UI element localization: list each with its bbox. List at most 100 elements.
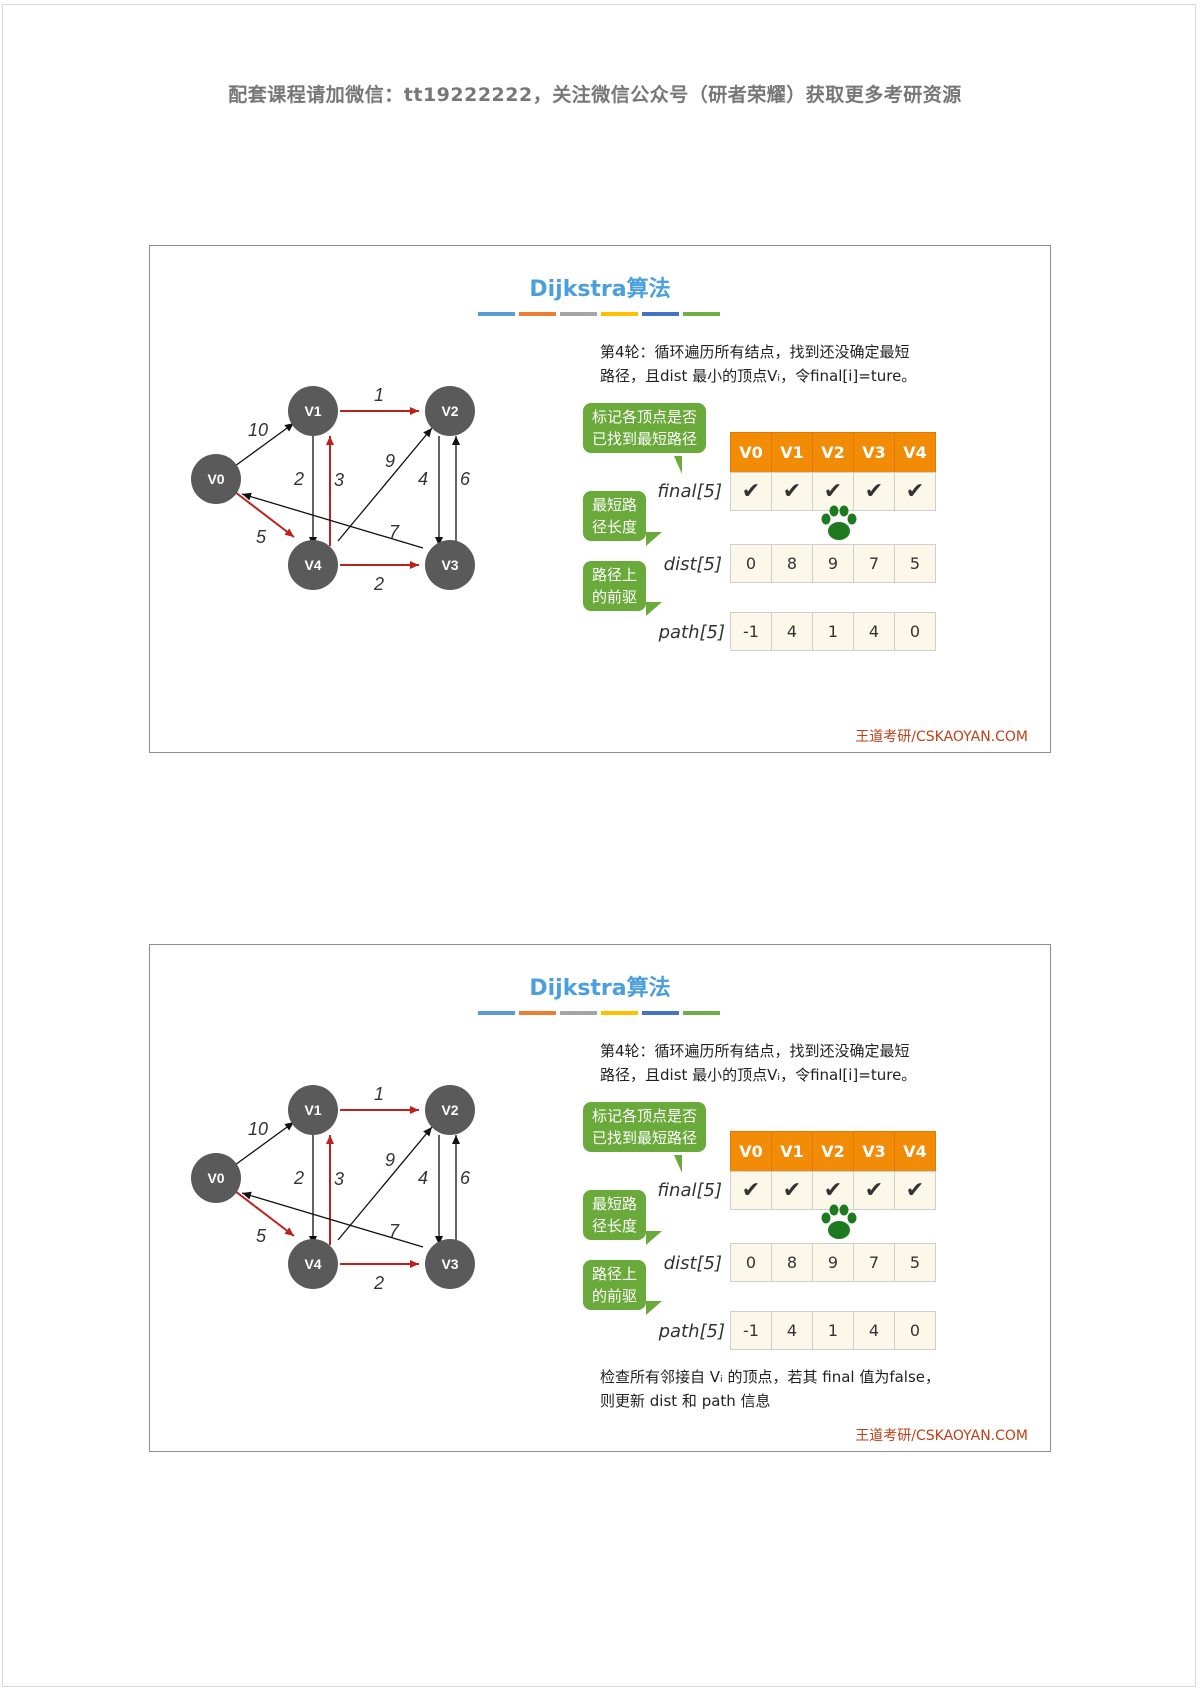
bubble-line: 的前驱 [592,588,638,606]
round-description: 第4轮：循环遍历所有结点，找到还没确定最短 路径，且dist 最小的顶点Vᵢ，令… [600,340,970,388]
check-mark: ✔ [730,472,772,511]
final-row: ✔ ✔ ✔ ✔ ✔ [730,1171,936,1210]
graph-diagram: 10 5 1 2 3 9 4 6 7 2 V0 V1 V2 V3 V4 [191,1084,475,1293]
bubble-line: 路径上 [592,566,638,584]
node-label: V0 [207,471,224,487]
color-bar-green [683,312,720,316]
dist-cell: 5 [894,1243,936,1282]
weight-label: 3 [334,470,344,490]
check-mark: ✔ [853,1171,895,1210]
path-cell: 0 [894,1311,936,1350]
path-row: -1 4 1 4 0 [730,612,936,651]
round-description: 第4轮：循环遍历所有结点，找到还没确定最短 路径，且dist 最小的顶点Vᵢ，令… [600,1039,970,1087]
weight-label: 2 [373,574,384,594]
page-header: 配套课程请加微信：tt19222222，关注微信公众号（研者荣耀）获取更多考研资… [228,84,962,106]
path-cell: -1 [730,612,772,651]
color-bar-blue [478,1011,515,1015]
final-label: final[5] [657,481,722,502]
check-mark: ✔ [853,472,895,511]
check-mark: ✔ [730,1171,772,1210]
bubble-line: 已找到最短路径 [592,430,698,448]
bubble-dist: 最短路 径长度 [583,491,647,541]
edge-v4-v2 [337,427,433,542]
node-v0 [191,1153,241,1203]
weight-label: 7 [389,522,400,542]
path-row: -1 4 1 4 0 [730,1311,936,1350]
path-cell: 0 [894,612,936,651]
bubble-line: 标记各顶点是否 [592,1107,698,1125]
dist-cell: 7 [853,544,895,583]
color-bar-orange [519,312,556,316]
weight-label: 2 [293,469,304,489]
update-note-line-2: 则更新 dist 和 path 信息 [600,1392,771,1410]
graph-diagram: 10 5 1 2 3 9 4 6 7 2 V0 V1 V2 V3 V4 [191,385,475,594]
slide-2: Dijkstra算法 第4轮：循环遍历所有结点，找到还没确定最短 路径，且dis… [149,944,1051,1452]
dist-label: dist[5] [663,1253,722,1274]
color-bar-gray [560,1011,597,1015]
description-line-2: 路径，且dist 最小的顶点Vᵢ，令final[i]=ture。 [600,367,917,385]
final-row: ✔ ✔ ✔ ✔ ✔ [730,472,936,511]
weight-label: 6 [460,1168,471,1188]
dist-cell: 0 [730,544,772,583]
color-bar-darkblue [642,1011,679,1015]
bubble-line: 的前驱 [592,1287,638,1305]
node-label: V1 [304,403,321,419]
check-mark: ✔ [894,472,936,511]
dist-cell: 9 [812,1243,854,1282]
header-cell: V4 [894,432,936,473]
weight-label: 2 [293,1168,304,1188]
path-cell: 1 [812,612,854,651]
node-v1 [288,386,338,436]
header-cell: V0 [730,432,772,473]
node-label: V3 [441,557,458,573]
path-cell: 1 [812,1311,854,1350]
header-cell: V0 [730,1131,772,1172]
edge-v4-v2 [337,1126,433,1241]
bubble-final: 标记各顶点是否 已找到最短路径 [583,1102,707,1152]
bubble-tail [646,1231,662,1245]
weight-label: 6 [460,469,471,489]
node-v4 [288,540,338,590]
check-mark: ✔ [771,472,813,511]
bubble-line: 最短路 [592,1195,638,1213]
path-label: path[5] [658,1321,725,1342]
slide-credit: 王道考研/CSKAOYAN.COM [855,729,1028,745]
color-bar-yellow [601,312,638,316]
slide-1: Dijkstra算法 第4轮：循环遍历所有结点，找到还没确定最短 路径，且dis… [149,245,1051,753]
paw-icon [821,505,857,540]
weight-label: 4 [418,469,428,489]
bubble-path: 路径上 的前驱 [583,561,647,611]
bubble-line: 径长度 [592,518,638,536]
path-cell: -1 [730,1311,772,1350]
color-bar-yellow [601,1011,638,1015]
slide-title: Dijkstra算法 [529,976,671,1001]
header-cell: V3 [853,432,895,473]
weight-label: 10 [248,1119,268,1139]
page-border [2,4,1196,1687]
dist-cell: 8 [771,1243,813,1282]
slide-title: Dijkstra算法 [529,277,671,302]
dist-cell: 0 [730,1243,772,1282]
update-note-line-1: 检查所有邻接自 Vᵢ 的顶点，若其 final 值为false， [600,1368,941,1386]
table-header-row: V0 V1 V2 V3 V4 [730,432,936,473]
header-cell: V2 [812,432,854,473]
paw-icon [821,1204,857,1239]
bubble-line: 已找到最短路径 [592,1129,698,1147]
color-bar-green [683,1011,720,1015]
path-label: path[5] [658,622,725,643]
weight-label: 3 [334,1169,344,1189]
bubble-line: 径长度 [592,1217,638,1235]
node-label: V1 [304,1102,321,1118]
node-label: V2 [441,403,458,419]
check-mark: ✔ [894,1171,936,1210]
edge-v0-v1 [234,422,295,467]
weight-label: 2 [373,1273,384,1293]
bubble-path: 路径上 的前驱 [583,1260,647,1310]
bubble-dist: 最短路 径长度 [583,1190,647,1240]
node-v4 [288,1239,338,1289]
header-cell: V3 [853,1131,895,1172]
weight-label: 4 [418,1168,428,1188]
node-label: V3 [441,1256,458,1272]
bubble-line: 标记各顶点是否 [592,408,698,426]
color-bar-gray [560,312,597,316]
